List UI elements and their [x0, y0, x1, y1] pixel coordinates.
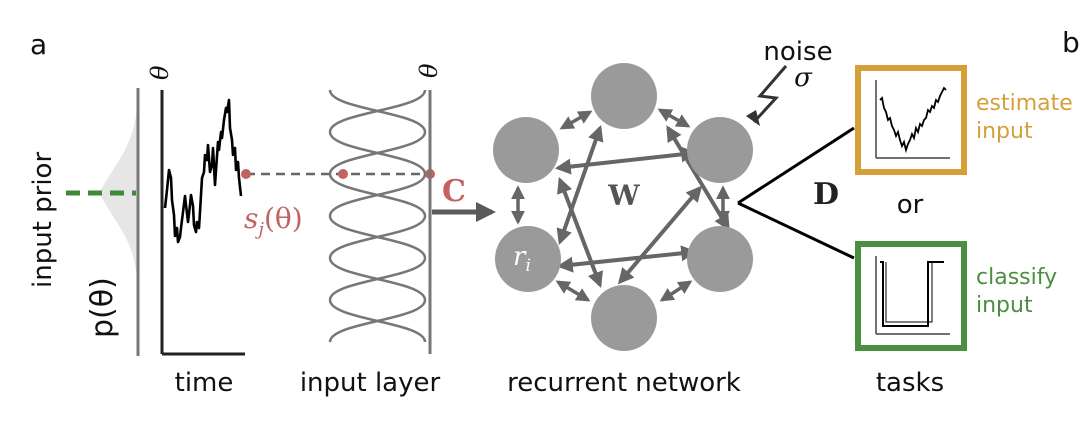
- input-layer-label: input layer: [300, 368, 441, 398]
- tuning-curves-b: [328, 89, 427, 343]
- node-bottom: [591, 285, 657, 351]
- sj-theta-label: sj(θ): [244, 202, 303, 240]
- tuning-curves-a: [328, 89, 427, 343]
- d-readout: D or: [737, 126, 924, 260]
- classify-label-line2: input: [976, 293, 1033, 318]
- noise-bolt-icon: [752, 65, 788, 124]
- node-top-left: [493, 117, 559, 183]
- network-outer-arrows: [511, 108, 730, 302]
- network-edges: [554, 124, 730, 288]
- classify-box: [855, 241, 967, 351]
- noise-bolt-head: [746, 110, 760, 126]
- classify-trace-shadow: [885, 262, 933, 323]
- edge-bottomright-to-bottom: [617, 185, 703, 285]
- edge-left-to-bottom: [557, 177, 603, 288]
- edge-top-left-to-right: [554, 146, 698, 175]
- w-label: W: [607, 179, 640, 212]
- sj-subscript: j: [254, 219, 264, 240]
- input-trace: [163, 98, 243, 244]
- outer-edge-1: [559, 110, 593, 130]
- edge-top-to-bottomleft: [556, 124, 604, 246]
- noise-input: noise σ: [746, 37, 833, 126]
- input-prior-label: input prior: [28, 152, 58, 288]
- or-label: or: [897, 190, 924, 220]
- ri-r: r: [513, 242, 527, 272]
- sigma-label: σ: [794, 63, 813, 93]
- estimate-trace: [879, 86, 947, 154]
- classify-label-line1: classify: [976, 265, 1057, 290]
- noise-label: noise: [763, 37, 832, 67]
- panel-label-a: a: [30, 28, 47, 61]
- outer-edge-5: [555, 280, 591, 302]
- d-line-upper: [737, 126, 855, 205]
- node-bottom-left: [495, 226, 561, 292]
- sj-s: s: [244, 202, 258, 235]
- estimate-label-line2: input: [976, 119, 1033, 144]
- sampling-line: [241, 169, 435, 179]
- estimate-task: estimate input: [855, 65, 1073, 175]
- theta-symbol-time: θ: [146, 65, 174, 80]
- node-top-right: [687, 117, 753, 183]
- classify-trace: [880, 261, 944, 327]
- recurrent-network-label: recurrent network: [507, 368, 741, 398]
- c-label: C: [442, 174, 466, 209]
- prior-distribution: [66, 88, 140, 356]
- node-bottom-right: [687, 226, 753, 292]
- theta-symbol-input: θ: [415, 63, 443, 78]
- tasks-label: tasks: [876, 368, 944, 398]
- ri-label: ri: [513, 242, 531, 276]
- time-series-plot: θ time: [146, 65, 245, 398]
- time-axis-label: time: [175, 368, 234, 398]
- ri-subscript: i: [525, 256, 530, 276]
- c-connection: C: [432, 174, 496, 222]
- p-theta-label: p(θ): [85, 277, 120, 338]
- d-line-lower: [737, 201, 855, 260]
- outer-edge-4: [659, 280, 693, 302]
- node-top: [591, 63, 657, 129]
- estimate-label-line1: estimate: [976, 91, 1073, 116]
- recurrent-network: ri W recurrent network: [493, 63, 753, 398]
- estimate-box: [855, 65, 967, 175]
- panel-label-b: b: [1062, 26, 1080, 59]
- sample-dot-1: [241, 169, 251, 179]
- sample-dot-2: [338, 169, 348, 179]
- outer-edge-2: [657, 108, 691, 128]
- d-label: D: [813, 177, 839, 212]
- input-layer: θ input layer: [300, 63, 443, 398]
- classify-task: classify input: [855, 241, 1057, 351]
- sj-arg: (θ): [264, 202, 303, 235]
- edge-left-to-bottom-right: [556, 245, 698, 273]
